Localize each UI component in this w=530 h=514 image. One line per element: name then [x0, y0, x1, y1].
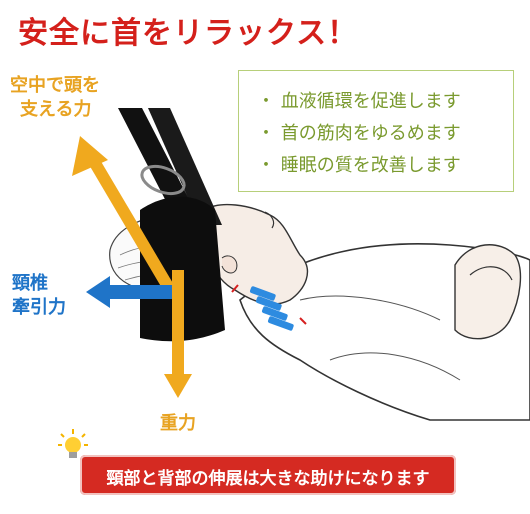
- support-label-line1: 空中で頭を: [10, 75, 100, 96]
- traction-force-label: 頸椎 牽引力: [12, 272, 66, 320]
- shirt-fold: [299, 295, 441, 321]
- person-face: [203, 203, 309, 305]
- traction-force-arrow: [86, 276, 172, 308]
- person-arm: [454, 244, 522, 340]
- banner-text: 頸部と背部の伸展は大きな助けになります: [106, 469, 430, 489]
- strap-ring: [140, 164, 186, 196]
- hammock-strap-2: [148, 108, 222, 225]
- benefit-item: ・ 血液循環を促進します: [257, 91, 461, 112]
- benefit-item: ・ 首の筋肉をゆるめます: [257, 123, 461, 144]
- light-bulb-icon: [58, 429, 88, 458]
- page-title: 安全に首をリラックス！: [18, 16, 359, 51]
- person-nose: [264, 211, 275, 229]
- support-force-arrow: [72, 136, 176, 294]
- person-ear: [221, 255, 238, 274]
- shirt-fold-2: [329, 352, 461, 381]
- support-label-line2: 支える力: [20, 99, 92, 120]
- gravity-arrow: [164, 270, 192, 398]
- hammock-pad: [140, 196, 225, 342]
- traction-label-line1: 頸椎: [12, 273, 48, 294]
- gravity-label: 重力: [160, 413, 196, 434]
- traction-label-line2: 牽引力: [12, 297, 66, 318]
- benefit-item: ・ 睡眠の質を改善します: [257, 155, 461, 176]
- support-force-label: 空中で頭を 支える力: [10, 74, 100, 122]
- person-hand: [469, 266, 513, 281]
- cervical-vertebrae: [231, 284, 307, 331]
- banner: 頸部と背部の伸展は大きな助けになります: [80, 455, 456, 495]
- benefits-box: ・ 血液循環を促進します ・ 首の筋肉をゆるめます ・ 睡眠の質を改善します: [238, 70, 514, 192]
